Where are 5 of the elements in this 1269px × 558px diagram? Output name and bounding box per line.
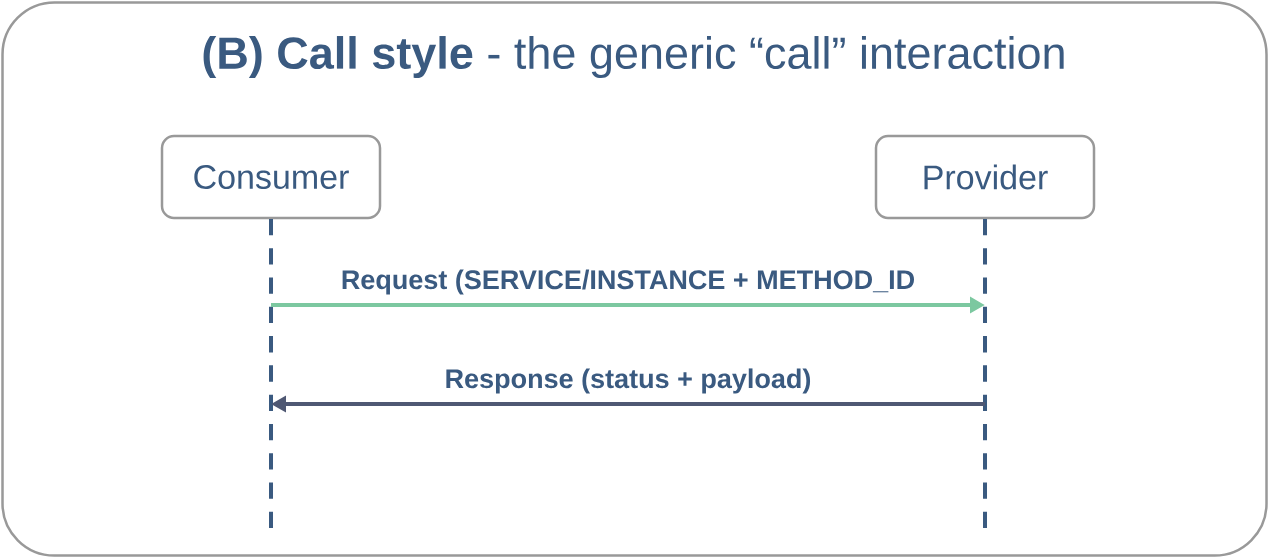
participant-box: Consumer: [160, 134, 382, 220]
title: (B) Call style - the generic “call” interaction: [203, 36, 1064, 78]
edge-label: Request (SERVICE/INSTANCE + METHOD_ID: [339, 268, 917, 296]
edge-label: Response (status + payload): [443, 367, 813, 395]
participant-box: Provider: [874, 134, 1096, 220]
